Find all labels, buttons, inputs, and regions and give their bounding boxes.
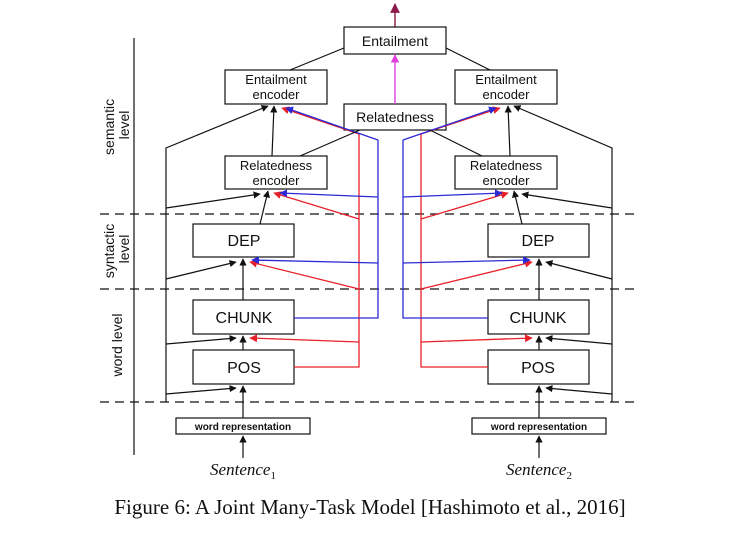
right-chunk-box xyxy=(487,299,590,335)
left-column: Entailment encoder Relatedness encoder D… xyxy=(165,47,379,482)
right-relenc-to-relatedness xyxy=(429,129,483,157)
right-outer-skip-line xyxy=(513,105,613,402)
right-dep-label: DEP xyxy=(522,233,555,250)
left-dep-label: DEP xyxy=(228,233,261,250)
left-entailment-encoder-box xyxy=(224,69,328,105)
syntactic-level-label: syntactic level xyxy=(101,220,132,278)
right-blue-to-entenc xyxy=(402,106,497,141)
left-skip-to-chunk xyxy=(165,334,237,345)
left-blue-to-entenc xyxy=(285,106,379,141)
left-sentence-label: Sentence1 xyxy=(210,460,276,482)
left-entenc-to-entailment xyxy=(289,47,345,71)
left-relatedness-encoder-label: Relatedness xyxy=(240,158,313,173)
left-entailment-encoder-label-2: encoder xyxy=(253,87,301,102)
relatedness-label: Relatedness xyxy=(356,109,434,125)
left-relatedness-encoder-label-2: encoder xyxy=(253,173,301,188)
right-entailment-encoder-box xyxy=(454,69,558,105)
left-outer-skip-line xyxy=(165,105,269,402)
left-entailment-encoder-label: Entailment xyxy=(245,72,307,87)
left-word-representation-label: word representation xyxy=(194,422,291,433)
entailment-box xyxy=(343,26,447,55)
right-relatedness-encoder-box xyxy=(454,155,558,190)
right-column: Entailment encoder Relatedness encoder D… xyxy=(402,47,613,482)
right-entailment-encoder-label: Entailment xyxy=(475,72,537,87)
left-dep-to-relenc-arrow xyxy=(259,190,270,225)
left-red-to-entenc xyxy=(281,106,360,135)
right-skip-to-relenc xyxy=(521,191,613,209)
left-blue-to-dep xyxy=(251,256,379,265)
left-chunk-box xyxy=(192,299,295,335)
right-skip-to-pos xyxy=(545,385,613,395)
right-red-to-relenc xyxy=(420,191,509,220)
semantic-level-label: semantic level xyxy=(101,95,132,155)
right-blue-to-dep xyxy=(402,256,531,265)
word-level-label: word level xyxy=(109,313,125,377)
left-dep-box xyxy=(192,223,295,258)
right-pos-label: POS xyxy=(521,360,555,377)
left-red-to-dep xyxy=(249,259,360,290)
left-skip-to-pos xyxy=(165,384,237,395)
figure-caption: Figure 6: A Joint Many-Task Model [Hashi… xyxy=(114,495,626,519)
right-relatedness-encoder-label-2: encoder xyxy=(483,173,531,188)
right-chunk-label: CHUNK xyxy=(510,310,567,327)
right-sentence-label: Sentence2 xyxy=(506,460,572,482)
left-pos-red-bus xyxy=(294,134,360,368)
right-chunk-blue-bus xyxy=(402,140,488,319)
right-red-to-chunk xyxy=(420,334,533,343)
right-word-representation-label: word representation xyxy=(490,422,587,433)
left-red-to-chunk xyxy=(249,334,360,343)
entailment-label: Entailment xyxy=(362,33,428,49)
right-blue-to-relenc xyxy=(402,189,503,198)
right-skip-to-dep xyxy=(545,260,613,280)
left-pos-label: POS xyxy=(227,360,261,377)
right-entailment-encoder-label-2: encoder xyxy=(483,87,531,102)
right-pos-red-bus xyxy=(420,134,488,368)
left-relenc-to-relatedness xyxy=(299,129,361,157)
right-entenc-to-entailment xyxy=(445,47,491,71)
left-blue-to-relenc xyxy=(279,189,379,198)
left-red-to-relenc xyxy=(273,191,360,220)
right-red-to-dep xyxy=(420,259,533,290)
right-relenc-to-entenc-arrow xyxy=(504,105,512,157)
left-chunk-label: CHUNK xyxy=(216,310,273,327)
left-skip-to-dep xyxy=(165,260,237,280)
left-relenc-to-entenc-arrow xyxy=(270,105,278,157)
left-chunk-blue-bus xyxy=(294,140,379,319)
right-dep-box xyxy=(487,223,590,258)
left-relatedness-encoder-box xyxy=(224,155,328,190)
right-dep-to-relenc-arrow xyxy=(512,190,523,225)
right-skip-to-chunk xyxy=(545,335,613,345)
left-pos-box xyxy=(192,349,295,385)
left-skip-to-relenc xyxy=(165,191,261,209)
right-relatedness-encoder-label: Relatedness xyxy=(470,158,543,173)
